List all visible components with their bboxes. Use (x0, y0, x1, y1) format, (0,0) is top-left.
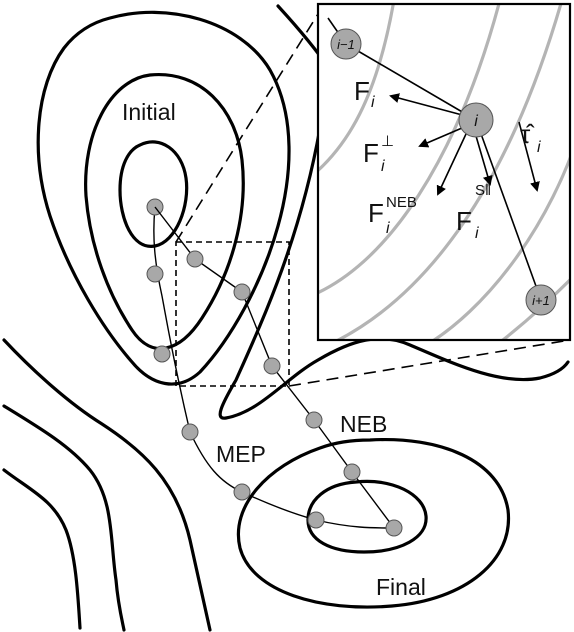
label-f-total: F i (354, 76, 375, 111)
svg-text:i: i (475, 225, 479, 242)
outer-contour-left-3 (2, 468, 82, 630)
mep-label: MEP (216, 441, 266, 467)
svg-text:i: i (386, 220, 390, 237)
svg-text:F: F (456, 206, 472, 236)
svg-text:i: i (371, 94, 375, 111)
zoom-line-top (175, 13, 319, 243)
zoom-indicator (175, 13, 571, 387)
node-prev: i−1 (330, 28, 362, 60)
neb-bead (305, 411, 323, 429)
zoom-box (175, 241, 290, 387)
node-prev-label: i−1 (337, 37, 355, 52)
force-arrow-spring (475, 135, 493, 186)
zoom-line-bottom (288, 339, 571, 387)
neb-bead (233, 283, 251, 301)
inset-contour (318, 4, 395, 173)
svg-text:i: i (381, 158, 385, 175)
outer-contour-left-2 (2, 404, 126, 632)
inset-frame (316, 2, 572, 342)
node-current: i (458, 102, 494, 138)
label-f-perp: F ⊥ i (363, 133, 394, 175)
initial-contour-outer (36, 10, 291, 386)
final-contour-inner (306, 479, 428, 554)
neb-bead (385, 519, 403, 537)
mep-bead (233, 483, 251, 501)
node-current-label: i (474, 113, 478, 130)
svg-text:S‖: S‖ (475, 182, 491, 199)
force-arrow-perp (418, 127, 463, 148)
neb-path (154, 206, 403, 537)
svg-text:NEB: NEB (386, 194, 417, 211)
neb-bead (186, 250, 204, 268)
initial-label: Initial (122, 99, 176, 125)
force-arrow-neb (436, 133, 467, 196)
neb-bead (263, 357, 281, 375)
inset-path-segment (475, 119, 542, 301)
inset-contour (318, 4, 501, 295)
mep-bead (307, 511, 325, 529)
svg-text:F: F (354, 76, 370, 106)
svg-text:⊥: ⊥ (381, 133, 394, 150)
mep-bead (146, 265, 164, 283)
label-f-spring: F S‖ i (456, 182, 491, 242)
neb-bead (343, 463, 361, 481)
inset-contour (334, 4, 563, 340)
neb-label: NEB (340, 411, 387, 437)
svg-text:F: F (368, 198, 384, 228)
tangent-arrow (518, 121, 540, 192)
node-next-label: i+1 (532, 293, 550, 308)
svg-text:F: F (363, 138, 379, 168)
inset-path-segment (345, 43, 477, 121)
final-contour-outer (236, 437, 511, 609)
mep-bead (181, 423, 199, 441)
force-arrow-total (389, 93, 467, 117)
inset-contour (431, 153, 570, 340)
outer-contour-left-1 (2, 338, 212, 632)
mep-bead (153, 345, 171, 363)
label-f-neb: F NEB i (368, 194, 417, 237)
node-next: i+1 (525, 284, 557, 316)
final-label: Final (376, 574, 426, 600)
ridge-contour-lower (218, 126, 570, 420)
inset-panel: i−1 i i+1 F i F ⊥ i F NEB i F S‖ i (316, 2, 572, 342)
svg-text:i: i (537, 139, 541, 156)
